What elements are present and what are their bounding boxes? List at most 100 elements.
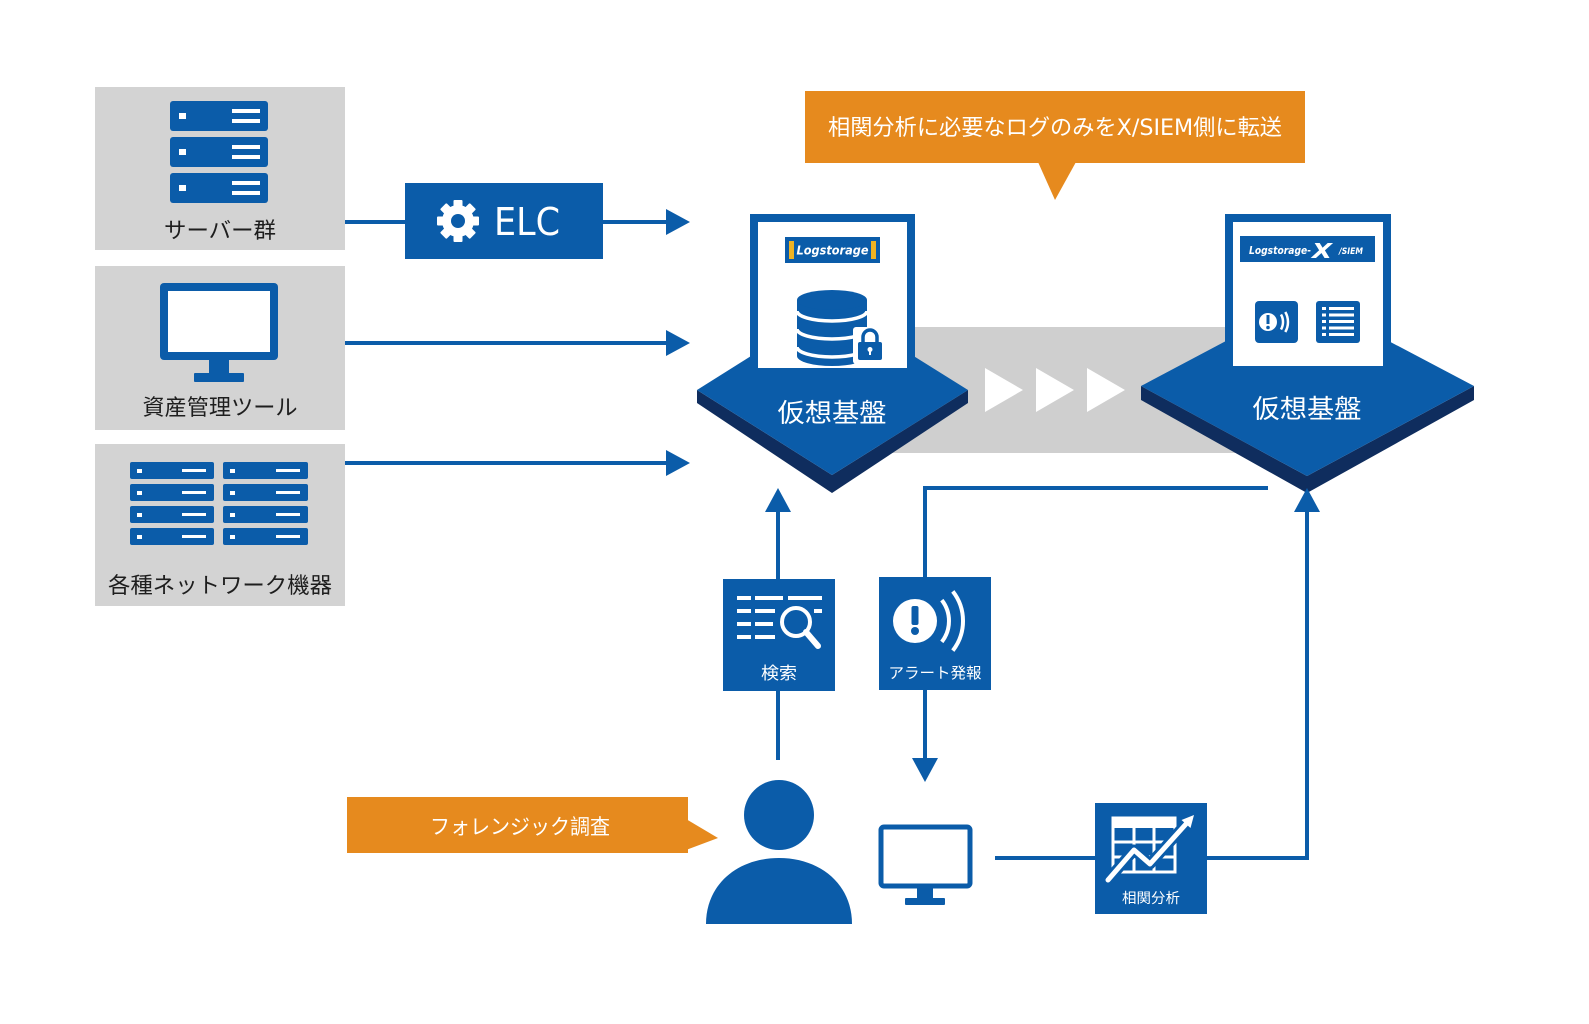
alert-label: アラート発報 — [889, 664, 982, 682]
network-device-column-right — [223, 462, 308, 545]
forensics-callout-pointer — [686, 819, 718, 850]
action-alert: アラート発報 — [879, 577, 991, 690]
analysis-flow-lines — [765, 486, 1320, 860]
alert-signal-icon — [893, 590, 966, 652]
alert-signal-dot — [911, 627, 919, 635]
monitor-screen — [168, 291, 270, 352]
server-rack-icon — [170, 101, 268, 203]
action-correlation: 相関分析 — [1095, 803, 1207, 914]
forensics-callout: フォレンジック調査 — [347, 797, 718, 853]
chart-table-header — [1113, 818, 1175, 828]
server-unit — [170, 173, 268, 203]
alert-icon-wave — [1284, 311, 1290, 333]
alert-icon-wave — [1279, 313, 1285, 331]
network-device-led — [230, 535, 235, 539]
arrowhead-up — [1294, 488, 1320, 512]
list-icon-line — [1329, 307, 1354, 310]
source-servers: サーバー群 — [95, 87, 345, 250]
network-device-slot — [182, 535, 206, 538]
server-unit-led — [179, 149, 186, 155]
alert-signal-wave — [951, 590, 966, 652]
alert-signal-mark — [911, 606, 919, 625]
monitor-outline-icon — [878, 824, 973, 905]
server-unit-slot — [232, 155, 260, 159]
transfer-callout-pointer — [1038, 162, 1076, 200]
network-device-body — [130, 528, 214, 545]
network-device-slot — [276, 513, 300, 516]
elc-label: ELC — [494, 200, 560, 244]
network-device-unit — [130, 484, 214, 501]
network-device-slot — [276, 535, 300, 538]
network-device-unit — [223, 484, 308, 501]
lock-shackle — [861, 328, 879, 343]
server-unit-body — [170, 173, 268, 203]
network-device-body — [223, 484, 308, 501]
search-list-row — [737, 596, 751, 600]
network-device-unit — [223, 462, 308, 479]
elc-agent: ELC — [405, 183, 603, 259]
logstorage-logo-plate — [785, 237, 880, 263]
search-list-icon — [737, 596, 822, 649]
database-top — [797, 290, 867, 310]
server-unit-slot — [232, 145, 260, 149]
search-list-row — [755, 609, 775, 613]
server-unit-body — [170, 137, 268, 167]
network-device-body — [130, 462, 214, 479]
network-device-column-left — [130, 462, 214, 545]
platform-siem: Logstorage- X /SIEM 仮想基盤 — [1141, 214, 1474, 493]
logstorage-logo-accent — [789, 241, 794, 259]
terminal-neck — [917, 886, 933, 898]
list-icon — [1316, 301, 1360, 343]
list-icon-bullet — [1322, 307, 1326, 310]
network-device-slot — [182, 491, 206, 494]
transfer-callout-text: 相関分析に必要なログのみをX/SIEM側に転送 — [828, 116, 1282, 141]
list-icon-bullet — [1322, 313, 1326, 317]
platform-logstorage: Logstorage 仮想基盤 — [697, 214, 968, 493]
server-unit-led — [179, 185, 186, 191]
person-body — [706, 858, 852, 924]
siem-logo-plate — [1240, 236, 1375, 262]
transfer-callout-box — [805, 91, 1305, 163]
triple-arrow-icon — [985, 368, 1125, 412]
search-list-row — [737, 635, 751, 639]
search-list-row — [755, 622, 773, 626]
network-device-led — [230, 513, 235, 517]
network-device-unit — [223, 506, 308, 523]
platform-siem-label: 仮想基盤 — [1253, 395, 1362, 425]
magnifier-handle — [803, 629, 821, 649]
transfer-callout: 相関分析に必要なログのみをX/SIEM側に転送 — [805, 91, 1305, 200]
source-network-devices-label: 各種ネットワーク機器 — [108, 574, 332, 599]
source-asset-tool-label: 資産管理ツール — [143, 396, 298, 421]
terminal-screen — [878, 824, 973, 889]
server-unit — [170, 101, 268, 131]
network-device-slot — [276, 491, 300, 494]
alert-icon-mark — [1266, 315, 1270, 324]
chevron-right-icon — [1087, 368, 1125, 412]
person-icon — [706, 780, 852, 924]
server-unit — [170, 137, 268, 167]
network-device-led — [230, 491, 235, 495]
network-device-led — [137, 535, 142, 539]
lock-keyhole — [867, 347, 873, 352]
search-list-row — [814, 609, 822, 613]
network-device-led — [230, 469, 235, 473]
search-list-row — [788, 596, 822, 600]
network-device-unit — [223, 528, 308, 545]
search-list-row — [755, 635, 775, 639]
arrowhead-right — [666, 209, 690, 235]
arrowhead-right — [666, 450, 690, 476]
network-device-slot — [182, 469, 206, 472]
arrowhead-up — [765, 488, 791, 512]
logstorage-logo-accent — [871, 241, 876, 259]
monitor-neck — [209, 360, 229, 374]
network-device-body — [130, 484, 214, 501]
source-servers-label: サーバー群 — [164, 219, 276, 244]
source-asset-tool: 資産管理ツール — [95, 266, 345, 430]
search-list-row — [737, 609, 751, 613]
alert-signal-wave — [940, 598, 951, 644]
server-unit-slot — [232, 181, 260, 185]
network-device-slot — [276, 469, 300, 472]
network-device-body — [130, 506, 214, 523]
gear-icon — [437, 200, 479, 242]
